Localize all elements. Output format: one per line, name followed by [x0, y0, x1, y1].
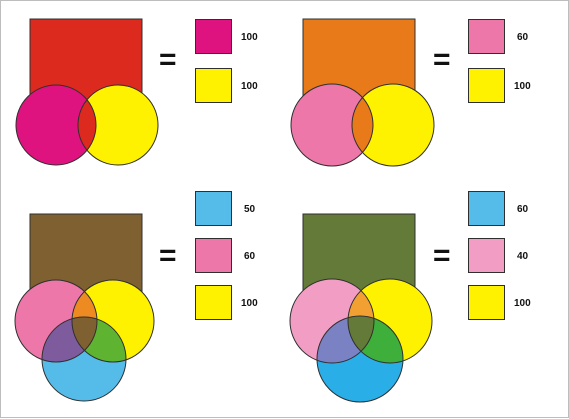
circle-outline — [351, 83, 435, 167]
venn-diagram — [289, 278, 433, 403]
ink-value: 100 — [514, 81, 531, 92]
equals-sign: = — [159, 43, 177, 76]
ink-value: 50 — [244, 204, 256, 215]
venn-diagram — [290, 83, 435, 167]
ink-value: 100 — [241, 32, 258, 43]
ink-swatch — [468, 191, 505, 226]
equals-sign: = — [433, 239, 451, 272]
ink-swatch — [468, 285, 505, 320]
magenta-circle — [16, 85, 96, 165]
mix-figure — [290, 18, 435, 167]
yellow-circle — [352, 84, 434, 166]
circle-outline — [316, 315, 404, 403]
venn-diagram — [15, 84, 159, 166]
venn-diagram — [14, 279, 155, 402]
circle-outline — [14, 279, 98, 363]
ink-swatch — [468, 68, 505, 103]
ink-value: 100 — [241, 298, 258, 309]
circle-outline — [289, 278, 375, 364]
ink-swatch — [468, 19, 505, 54]
ink-swatch — [195, 238, 232, 273]
equals-sign: = — [159, 239, 177, 272]
mix-figure — [15, 18, 159, 166]
pink-circle — [291, 84, 373, 166]
ink-value: 100 — [514, 298, 531, 309]
ink-swatch — [195, 68, 232, 103]
ink-value: 60 — [244, 251, 256, 262]
mix-figure — [14, 213, 155, 402]
ink-swatch — [195, 191, 232, 226]
circle-outline — [41, 316, 127, 402]
circle-outline — [71, 279, 155, 363]
ink-value: 100 — [241, 81, 258, 92]
yellow-circle — [78, 85, 158, 165]
ink-swatch — [468, 238, 505, 273]
circle-outline — [15, 84, 97, 166]
circle-outline — [347, 278, 433, 364]
circle-outline — [77, 84, 159, 166]
ink-swatch — [195, 285, 232, 320]
ink-swatch — [195, 19, 232, 54]
ink-value: 40 — [517, 251, 529, 262]
circle-outline — [290, 83, 374, 167]
equals-sign: = — [433, 43, 451, 76]
ink-value: 60 — [517, 204, 529, 215]
ink-value: 60 — [517, 32, 529, 43]
